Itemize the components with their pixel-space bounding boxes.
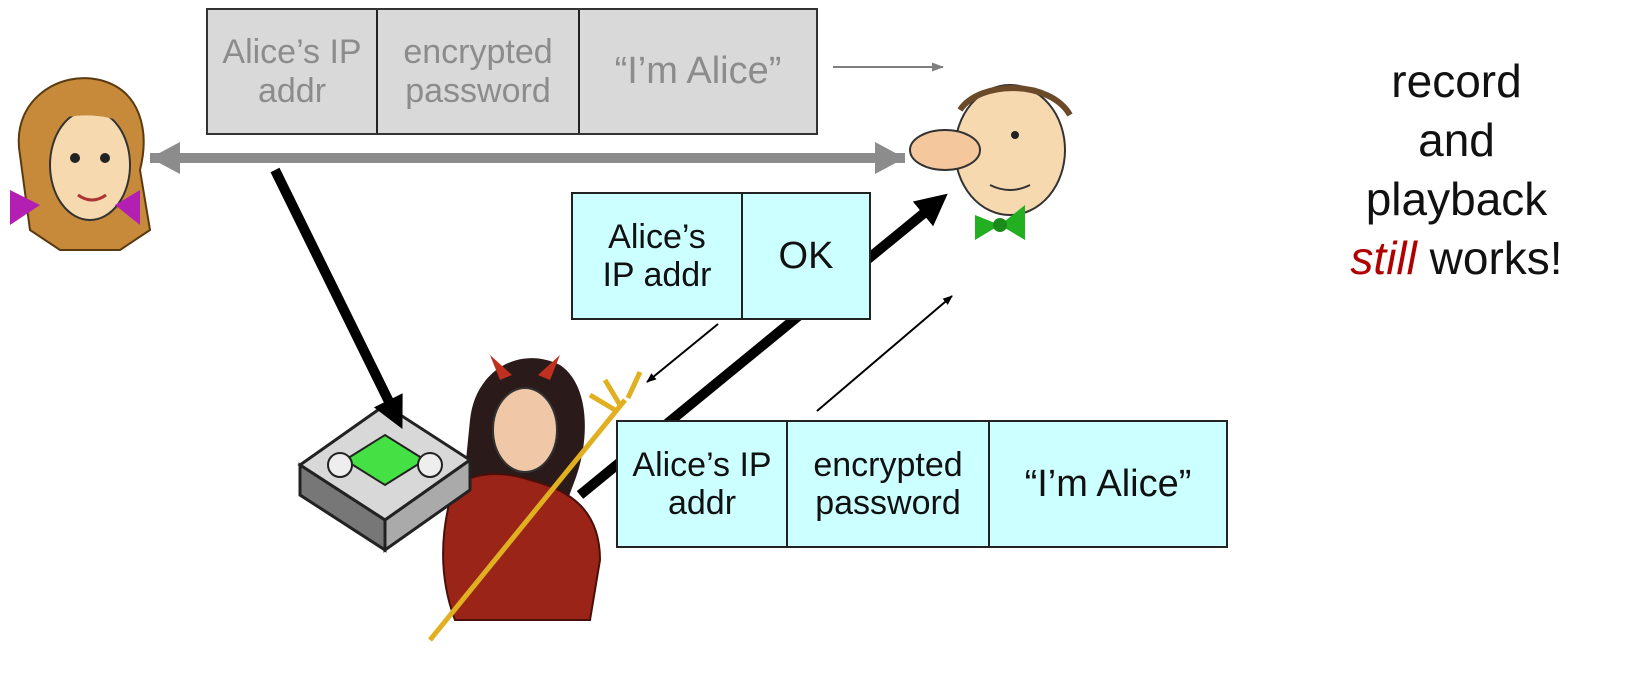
reply-packet: Alice’s IP addr OK: [571, 192, 871, 320]
side-note-emphasis: still: [1350, 231, 1417, 284]
record-arrow: [270, 167, 403, 429]
replayed-packet-ip: Alice’s IP addr: [618, 422, 788, 546]
ok-reply-arrow: [646, 323, 719, 383]
reply-packet-status: OK: [778, 234, 834, 277]
replayed-packet: Alice’s IP addr encrypted password “I’m …: [616, 420, 1228, 548]
original-packet-message: “I’m Alice”: [614, 50, 782, 93]
original-packet-password: encrypted password: [378, 10, 580, 133]
recorder-icon: [297, 403, 473, 553]
channel-left-arrowhead: [150, 142, 180, 174]
original-packet-ip: Alice’s IP addr: [208, 10, 378, 133]
alice-icon: [10, 77, 152, 251]
replayed-packet-password: encrypted password: [788, 422, 990, 546]
side-note-rest: works!: [1416, 231, 1563, 284]
replay-send-arrow: [816, 295, 953, 412]
side-note-line4: still works!: [1270, 229, 1643, 288]
bob-icon: [909, 84, 1073, 240]
side-note: record and playback still works!: [1270, 52, 1643, 288]
side-note-line3: playback: [1365, 172, 1548, 225]
channel-right-arrowhead: [875, 142, 905, 174]
trudy-icon: [428, 355, 643, 642]
reply-packet-ip: Alice’s IP addr: [573, 194, 743, 318]
replayed-packet-message: “I’m Alice”: [1024, 462, 1192, 505]
side-note-line2: and: [1418, 113, 1495, 166]
original-packet: Alice’s IP addr encrypted password “I’m …: [206, 8, 818, 135]
side-note-line1: record: [1391, 55, 1522, 107]
